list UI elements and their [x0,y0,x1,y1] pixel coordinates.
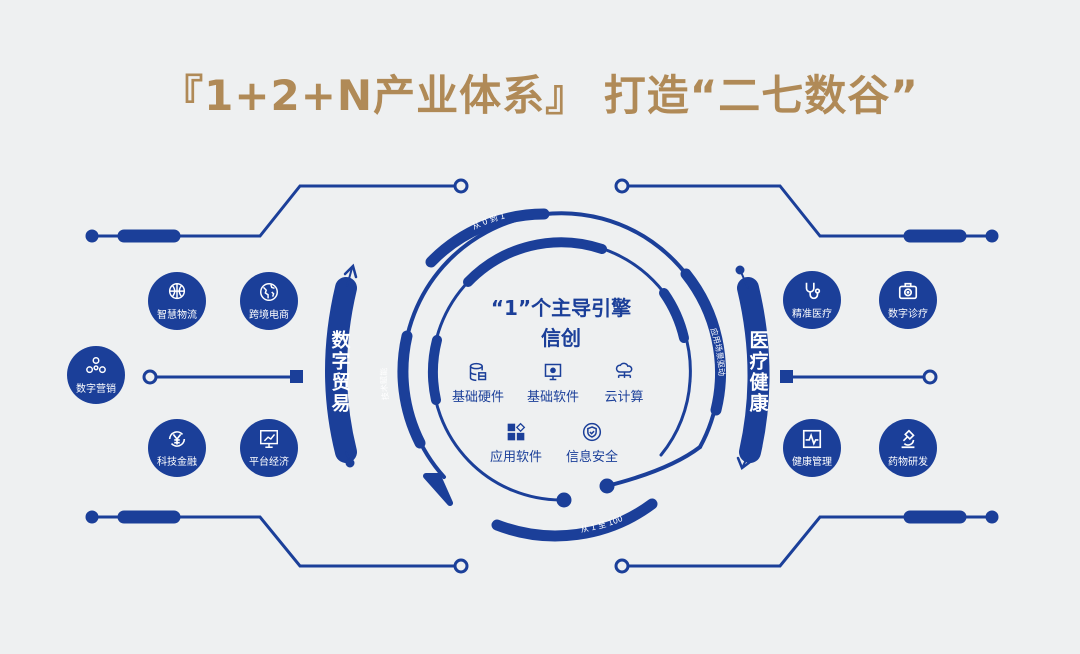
heart-monitor-icon [802,429,822,449]
center-item-hardware: 基础硬件 [452,362,504,405]
center-item-basic-software: 基础软件 [527,362,579,405]
node-platform-economy: 平台经济 [240,419,298,477]
banner-left-shape [325,263,358,468]
center-item-information-security: 信息安全 [566,422,618,465]
center-item-application-software: 应用软件 [490,422,542,465]
medical-kit-icon [898,282,918,300]
earth-icon [260,283,278,301]
center-heading-block: “1”个主导引擎 信创 [491,293,631,353]
outer-ring [397,208,726,542]
inner-ring [427,237,692,508]
center-subheading: 信创 [541,326,581,350]
network-nodes-icon [86,357,106,374]
connector-left [142,369,303,385]
shield-check-icon [582,422,602,442]
cloud-network-icon [615,362,632,378]
yuan-cycle-icon [168,431,186,447]
ring-label-left: 技术赋能 [379,368,391,401]
node-fintech: 科技金融 [148,419,206,477]
node-precision-medicine: 精准医疗 [783,271,841,329]
page-title: 『1+2+N产业体系』 打造“二七数谷” [161,71,919,120]
chart-monitor-icon [260,430,278,448]
center-item-cloud-computing: 云计算 [604,362,644,405]
banner-right-label: 医疗健康 [746,330,769,414]
banner-right-shape [735,265,770,470]
circuit-line-top-right [614,178,999,243]
globe-cycle-icon [168,283,186,300]
node-digital-diagnosis: 数字诊疗 [879,271,937,329]
stethoscope-icon [805,282,821,300]
apps-grid-icon [507,422,526,441]
circuit-line-bottom-right [614,510,999,574]
node-drug-research: 药物研发 [879,419,937,477]
node-smart-logistics: 智慧物流 [148,272,206,330]
monitor-gear-icon [544,363,562,381]
circuit-line-bottom-left [85,510,469,574]
node-cross-border-ecommerce: 跨境电商 [240,272,298,330]
connector-right [780,369,938,385]
circuit-line-top-left [85,178,469,243]
database-icon [469,362,487,382]
node-health-management: 健康管理 [783,419,841,477]
banner-left-label: 数字贸易 [328,330,351,414]
center-heading: “1”个主导引擎 [490,296,632,320]
node-digital-marketing: 数字营销 [67,346,125,404]
microscope-icon [901,429,915,449]
